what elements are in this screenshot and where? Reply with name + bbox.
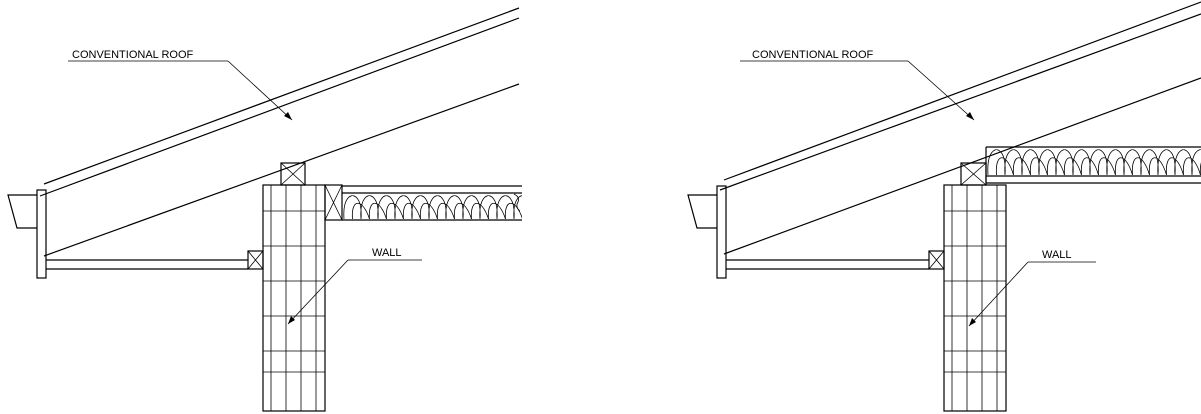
left-roof-leader <box>68 60 293 121</box>
left-detail: CONVENTIONAL ROOF WALL <box>7 7 522 412</box>
right-top-plate-block <box>960 162 987 186</box>
right-roof-rafter <box>719 1 1201 255</box>
left-roof-rafter <box>39 7 520 257</box>
right-wall-label: WALL <box>1042 249 1072 261</box>
left-roof-label: CONVENTIONAL ROOF <box>72 49 193 61</box>
right-roof-leader <box>740 60 975 121</box>
left-fascia-board <box>36 189 47 279</box>
right-soffit-block <box>928 250 945 270</box>
left-gutter <box>7 194 37 229</box>
right-fascia-board <box>716 185 727 279</box>
left-top-plate-block <box>280 162 306 186</box>
right-soffit <box>726 259 929 270</box>
left-ceiling-joist-block <box>324 184 343 221</box>
left-insulation <box>342 185 522 221</box>
right-gutter <box>687 194 717 229</box>
left-wall-label: WALL <box>372 247 402 259</box>
left-soffit-block <box>247 250 264 270</box>
right-insulation <box>985 146 1201 184</box>
right-wall <box>943 184 1007 412</box>
right-roof-label: CONVENTIONAL ROOF <box>752 49 873 61</box>
left-wall <box>262 184 326 412</box>
right-detail: CONVENTIONAL ROOF WALL <box>687 1 1201 412</box>
right-wall-leader <box>968 261 1096 327</box>
left-soffit <box>46 259 248 270</box>
left-wall-leader <box>287 259 422 325</box>
